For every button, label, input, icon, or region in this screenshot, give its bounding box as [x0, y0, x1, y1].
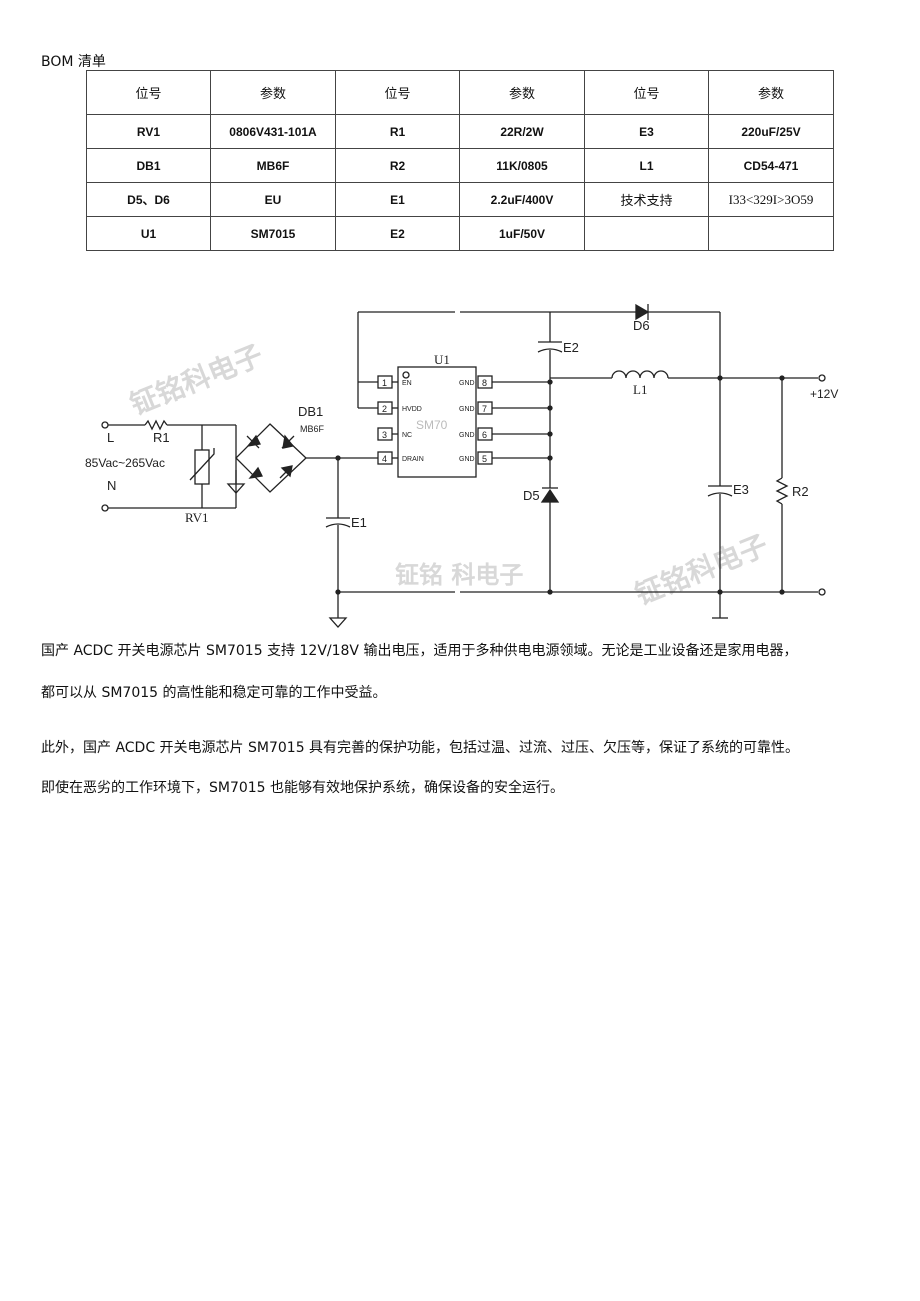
cell: 1uF/50V — [459, 216, 585, 251]
cell — [584, 216, 709, 251]
label-e1: E1 — [351, 515, 367, 530]
pin-1-num: 1 — [382, 378, 387, 388]
pin-5-name: GND — [459, 456, 475, 463]
pin-2-name: HVDD — [402, 406, 422, 413]
pin-2-num: 2 — [382, 404, 387, 414]
header-ref: 位号 — [86, 70, 211, 115]
en-loop — [357, 311, 720, 409]
cell: MB6F — [210, 148, 336, 183]
paragraph-1-line-2: 都可以从 SM7015 的高性能和稳定可靠的工作中受益。 — [41, 685, 387, 701]
label-r2: R2 — [792, 484, 809, 499]
watermark: 钲铭 科电子 — [395, 561, 523, 589]
label-e2: E2 — [563, 340, 579, 355]
watermark: 钲铭科电子 — [630, 528, 772, 611]
label-db1: DB1 — [298, 404, 323, 419]
bom-table: 位号 参数 位号 参数 位号 参数 RV1 0806V431-101A R1 2… — [86, 70, 834, 251]
chip-label: SM70 — [416, 418, 448, 432]
cell: 22R/2W — [459, 114, 585, 149]
paragraph-1-line-1: 国产 ACDC 开关电源芯片 SM7015 支持 12V/18V 输出电压，适用… — [41, 643, 798, 659]
bridge-db1: DB1 MB6F — [226, 404, 325, 508]
cell: EU — [210, 182, 336, 217]
pin-8-num: 8 — [482, 378, 487, 388]
cell: E1 — [335, 182, 460, 217]
header-ref: 位号 — [584, 70, 709, 115]
label-l: L — [107, 430, 114, 445]
label-r1: R1 — [153, 430, 170, 445]
label-output: +12V — [810, 387, 838, 401]
cell-tech-support-phone: I33<329I>3O59 — [708, 182, 834, 217]
pin-7-name: GND — [459, 406, 475, 413]
pin-6-name: GND — [459, 432, 475, 439]
cell: SM7015 — [210, 216, 336, 251]
pin-4-name: DRAIN — [402, 456, 424, 463]
cell: D5、D6 — [86, 182, 211, 217]
resistor-r1 — [144, 419, 168, 431]
label-d6: D6 — [633, 318, 650, 333]
header-param: 参数 — [210, 70, 336, 115]
cell — [708, 216, 834, 251]
header-param: 参数 — [708, 70, 834, 115]
watermark: 钲铭科电子 — [125, 338, 267, 421]
header-ref: 位号 — [335, 70, 460, 115]
pin-4-num: 4 — [382, 454, 387, 464]
cell: U1 — [86, 216, 211, 251]
cell: 220uF/25V — [708, 114, 834, 149]
cell: RV1 — [86, 114, 211, 149]
pin-1-name: EN — [402, 380, 412, 387]
cell: E3 — [584, 114, 709, 149]
pin-6-num: 6 — [482, 430, 487, 440]
resistor-r2 — [775, 477, 789, 505]
label-input-range: 85Vac~265Vac — [85, 456, 165, 470]
cell: R1 — [335, 114, 460, 149]
terminal-l — [101, 421, 109, 429]
table-row: U1 SM7015 E2 1uF/50V — [86, 216, 834, 251]
pin-3-name: NC — [402, 432, 412, 439]
table-row: RV1 0806V431-101A R1 22R/2W E3 220uF/25V — [86, 114, 834, 149]
bom-title: BOM 清单 — [41, 54, 106, 70]
paragraph-2-line-1: 此外，国产 ACDC 开关电源芯片 SM7015 具有完善的保护功能，包括过温、… — [41, 740, 800, 756]
circuit-schematic: 钲铭科电子 钲铭科电子 钲铭 科电子 L R1 85Vac~265Vac N R… — [85, 303, 838, 628]
chip-u1: U1 SM70 1 2 3 4 EN HVDD NC DRAIN 8 7 6 5… — [377, 352, 493, 478]
label-d5: D5 — [523, 488, 540, 503]
cell: R2 — [335, 148, 460, 183]
label-l1: L1 — [633, 382, 647, 397]
pin-5-num: 5 — [482, 454, 487, 464]
cell: 11K/0805 — [459, 148, 585, 183]
cell: CD54-471 — [708, 148, 834, 183]
paragraph-2-line-2: 即使在恶劣的工作环境下，SM7015 也能够有效地保护系统，确保设备的安全运行。 — [41, 780, 565, 796]
table-row: DB1 MB6F R2 11K/0805 L1 CD54-471 — [86, 148, 834, 183]
pin-3-num: 3 — [382, 430, 387, 440]
bus-e1: E1 — [306, 455, 378, 628]
label-e3: E3 — [733, 482, 749, 497]
label-db1-part: MB6F — [300, 424, 325, 434]
input-section: L R1 85Vac~265Vac N RV1 — [85, 419, 236, 525]
label-n: N — [107, 478, 116, 493]
pin-7-num: 7 — [482, 404, 487, 414]
pin-8-name: GND — [459, 380, 475, 387]
label-rv1: RV1 — [185, 510, 209, 525]
cell: 2.2uF/400V — [459, 182, 585, 217]
inductor-l1 — [611, 370, 669, 379]
label-u1: U1 — [434, 352, 450, 367]
cell: DB1 — [86, 148, 211, 183]
cell-tech-support-label: 技术支持 — [584, 182, 709, 217]
output-section: E2 D5 D6 L1 +12V E3 R2 — [338, 303, 838, 619]
cell: E2 — [335, 216, 460, 251]
cell: L1 — [584, 148, 709, 183]
cell: 0806V431-101A — [210, 114, 336, 149]
terminal-n — [101, 504, 109, 512]
table-row: D5、D6 EU E1 2.2uF/400V 技术支持 I33<329I>3O5… — [86, 182, 834, 217]
header-param: 参数 — [459, 70, 585, 115]
bom-header-row: 位号 参数 位号 参数 位号 参数 — [86, 70, 834, 115]
